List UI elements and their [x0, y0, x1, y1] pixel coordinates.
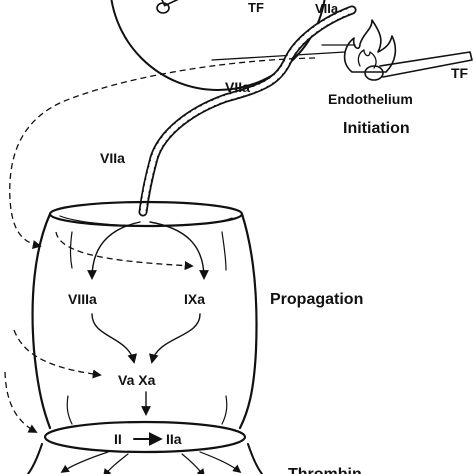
arrow-ixa-to-xa [149, 313, 201, 364]
dashed-arrow-to-ixa [55, 231, 194, 271]
match-icon-small [156, 0, 208, 14]
ixa-label: IXa [184, 291, 205, 307]
va-xa-label: Va Xa [118, 372, 156, 388]
dashed-arrow-viia-outer [9, 57, 316, 250]
viia-label-top: VIIa [315, 1, 339, 16]
pointer-line-lower [211, 51, 346, 61]
arrow-to-ixa [149, 221, 209, 280]
arrow-to-viiia [87, 221, 141, 280]
tf-label-right: TF [451, 65, 469, 81]
viia-label-mid: VIIa [100, 150, 125, 166]
magnifier-circle [110, 0, 326, 91]
initiation-label: Initiation [343, 120, 410, 137]
thrombin-burst-arrows [60, 451, 242, 474]
viia-label-left: VIIa [225, 79, 250, 95]
propagation-label: Propagation [270, 291, 363, 308]
arrow-viiia-to-va [91, 313, 137, 364]
thrombin-label: Thrombin [288, 466, 362, 474]
rope-strand [138, 5, 357, 217]
viiia-label: VIIIa [68, 291, 97, 307]
ii-label: II [114, 431, 122, 447]
cup-body [27, 200, 263, 474]
endothelium-label: Endothelium [328, 91, 413, 107]
dashed-arrow-to-bottom [4, 371, 38, 433]
tf-label-top: TF [248, 0, 264, 15]
dashed-arrow-to-vaxa [13, 329, 102, 379]
match-flame-icon [343, 19, 473, 81]
iia-label: IIa [166, 431, 182, 447]
